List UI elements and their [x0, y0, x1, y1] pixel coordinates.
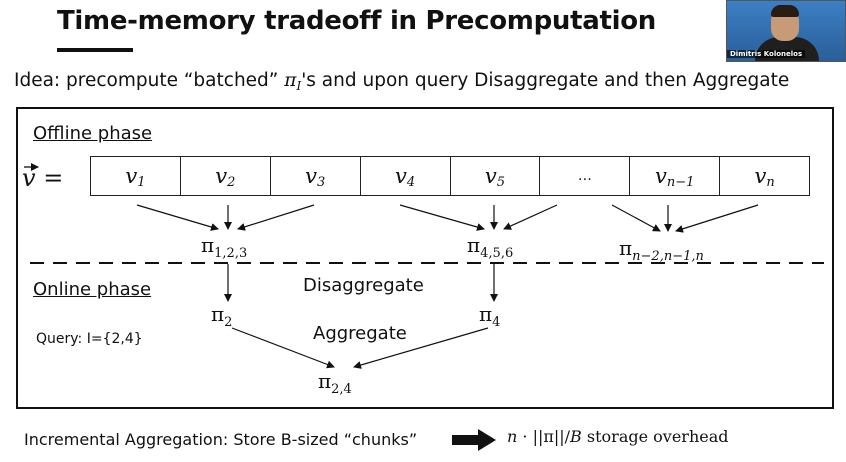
arrow-v4-to-pi456 — [399, 204, 485, 231]
vector-v-label: v = — [22, 164, 64, 192]
arrow-pi2-to-pi24 — [231, 327, 335, 369]
pi-24: π2,4 — [318, 369, 352, 397]
arrow-vn2-to-pin — [611, 204, 661, 232]
pi-n: πn−2,n−1,n — [619, 236, 704, 264]
arrow-v3-to-pi123 — [237, 204, 315, 231]
arrow-v1-to-pi123 — [136, 204, 219, 231]
query-label: Query: I={2,4} — [36, 331, 143, 347]
idea-pi-sub: I — [296, 79, 302, 93]
cell-ellipsis: … — [540, 157, 631, 195]
title-underline — [57, 48, 133, 52]
presenter-hair — [771, 5, 799, 17]
diagram-panel — [16, 107, 834, 409]
idea-line: Idea: precompute “batched” πI's and upon… — [14, 70, 789, 93]
arrow-pi4-to-pi24 — [353, 327, 489, 369]
arrow-vn-to-pin — [675, 204, 759, 233]
presenter-video-thumbnail[interactable]: Dimitris Kolonelos — [726, 0, 846, 62]
aggregate-label: Aggregate — [313, 323, 407, 344]
footer-arrow-icon — [452, 429, 496, 451]
disaggregate-label: Disaggregate — [303, 275, 424, 296]
pi-456: π4,5,6 — [467, 233, 514, 261]
footer-formula: n · ||π||/B storage overhead — [507, 427, 729, 446]
pi-123: π1,2,3 — [201, 233, 248, 261]
idea-suffix: 's and upon query Disaggregate and then … — [301, 70, 790, 91]
pi-4: π4 — [479, 302, 501, 330]
idea-pi: π — [284, 70, 297, 91]
arrow-v6-to-pi456 — [503, 204, 558, 230]
pi-2: π2 — [211, 302, 233, 330]
slide-title: Time-memory tradeoff in Precomputation — [57, 6, 657, 36]
presenter-name: Dimitris Kolonelos — [727, 50, 806, 58]
online-phase-label: Online phase — [33, 279, 152, 300]
idea-prefix: Idea: precompute “batched” — [14, 70, 285, 91]
offline-phase-label: Offline phase — [33, 123, 153, 144]
footer-text: Incremental Aggregation: Store B-sized “… — [24, 430, 418, 449]
